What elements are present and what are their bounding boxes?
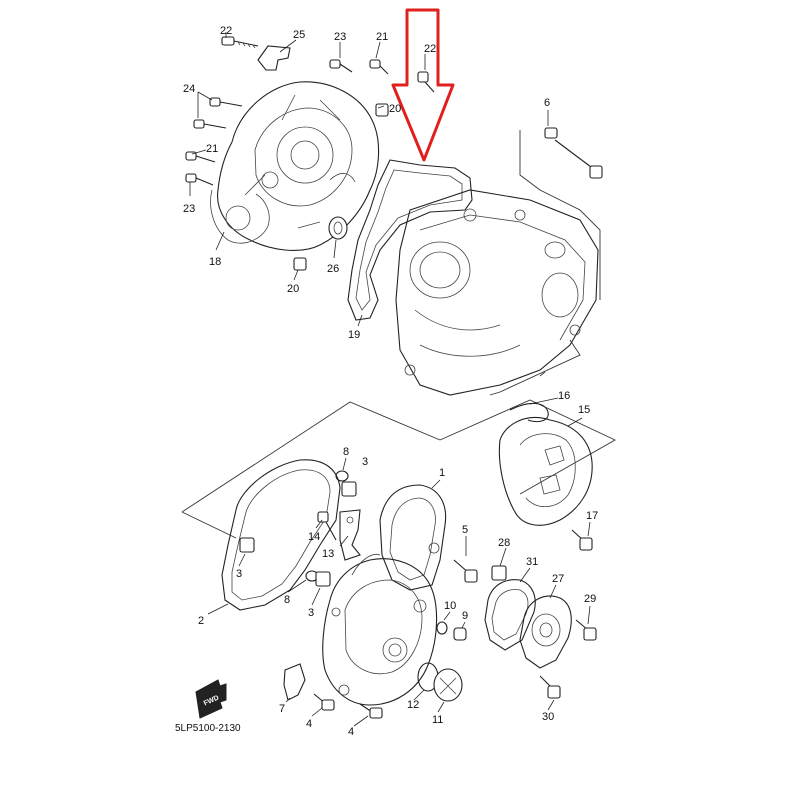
gasket-31 xyxy=(484,579,536,651)
callout-13: 13 xyxy=(322,548,334,560)
highlight-arrow-icon xyxy=(391,8,455,162)
dowel-3-lower xyxy=(315,571,331,587)
bolt-23-left xyxy=(185,173,214,186)
bolts-24 xyxy=(193,97,243,129)
water-pump-cover-27 xyxy=(519,595,572,669)
callout-9: 9 xyxy=(462,610,468,622)
oring-10 xyxy=(436,621,448,635)
callout-26: 26 xyxy=(327,263,339,275)
callout-16: 16 xyxy=(558,390,570,402)
bolt-4-right xyxy=(359,703,383,719)
dowel-20-top xyxy=(375,103,389,117)
gasket-2 xyxy=(221,459,341,611)
crankcase xyxy=(395,189,599,396)
oil-seal-26 xyxy=(328,216,348,240)
dowel-3-left xyxy=(239,537,255,553)
callout-7: 7 xyxy=(279,703,285,715)
callout-20-top: 20 xyxy=(389,103,401,115)
crankcase-cover-upper xyxy=(210,81,380,251)
callout-8-top: 8 xyxy=(343,446,349,458)
section-outline-lower xyxy=(181,399,616,539)
callout-27: 27 xyxy=(552,573,564,585)
clutch-cover-1 xyxy=(379,484,447,591)
callout-22-top: 22 xyxy=(220,25,232,37)
callout-24: 24 xyxy=(183,83,195,95)
bracket-13 xyxy=(339,509,361,561)
callout-22-right: 22 xyxy=(424,43,436,55)
section-outline-upper xyxy=(489,130,601,396)
callout-28: 28 xyxy=(498,537,510,549)
dowel-28 xyxy=(491,565,507,581)
plug-11 xyxy=(433,668,463,702)
callout-14: 14 xyxy=(308,531,320,543)
plug-9 xyxy=(453,627,467,641)
dowel-20-bottom xyxy=(293,257,307,271)
callout-17: 17 xyxy=(586,510,598,522)
crankcase-cover-lower xyxy=(322,553,438,706)
callout-6: 6 xyxy=(544,97,550,109)
clip-16 xyxy=(509,402,549,423)
bolt-5 xyxy=(453,559,478,583)
callout-3-bottom: 3 xyxy=(308,607,314,619)
bolt-6 xyxy=(544,127,603,179)
callout-3-top: 3 xyxy=(362,456,368,468)
dowel-3-upper xyxy=(341,481,357,497)
callout-23-left: 23 xyxy=(183,203,195,215)
callout-4-left: 4 xyxy=(306,718,312,730)
bracket-25 xyxy=(257,45,291,71)
gasket-19 xyxy=(347,159,473,321)
bracket-7 xyxy=(283,663,306,701)
callout-20-bottom: 20 xyxy=(287,283,299,295)
bolt-30 xyxy=(539,675,561,699)
bolt-23-top xyxy=(329,59,353,73)
bolt-22-top xyxy=(221,36,259,49)
bolt-17 xyxy=(571,529,593,551)
bolt-14 xyxy=(317,511,337,541)
callout-5: 5 xyxy=(462,524,468,536)
bolt-22-right xyxy=(417,71,435,93)
leader-lines xyxy=(189,32,591,727)
callout-18: 18 xyxy=(209,256,221,268)
callout-11: 11 xyxy=(432,714,443,726)
bolt-4-left xyxy=(313,693,335,711)
callout-30: 30 xyxy=(542,711,554,723)
callout-29: 29 xyxy=(584,593,596,605)
fwd-arrow-icon: FWD xyxy=(195,679,227,719)
callout-1: 1 xyxy=(439,467,445,479)
bolt-29 xyxy=(575,619,597,641)
callout-4-right: 4 xyxy=(348,726,354,738)
callout-21-top: 21 xyxy=(376,31,388,43)
oring-8-upper xyxy=(335,470,349,482)
callout-3-left: 3 xyxy=(236,568,242,580)
callout-15: 15 xyxy=(578,404,590,416)
bolt-21-top xyxy=(369,59,389,75)
callout-23-top: 23 xyxy=(334,31,346,43)
callout-31: 31 xyxy=(526,556,538,568)
callout-8-bottom: 8 xyxy=(284,594,290,606)
callout-25: 25 xyxy=(293,29,305,41)
callout-19: 19 xyxy=(348,329,360,341)
callout-21-left: 21 xyxy=(206,143,218,155)
bolt-21-left xyxy=(185,151,216,163)
sprocket-cover-15 xyxy=(498,417,593,526)
callout-labels: 22 25 23 21 22 24 20 21 23 18 26 20 19 6… xyxy=(183,25,598,738)
callout-10: 10 xyxy=(444,600,456,612)
callout-12: 12 xyxy=(407,699,419,711)
diagram-code: 5LP5100-2130 xyxy=(175,723,241,734)
callout-2: 2 xyxy=(198,615,204,627)
